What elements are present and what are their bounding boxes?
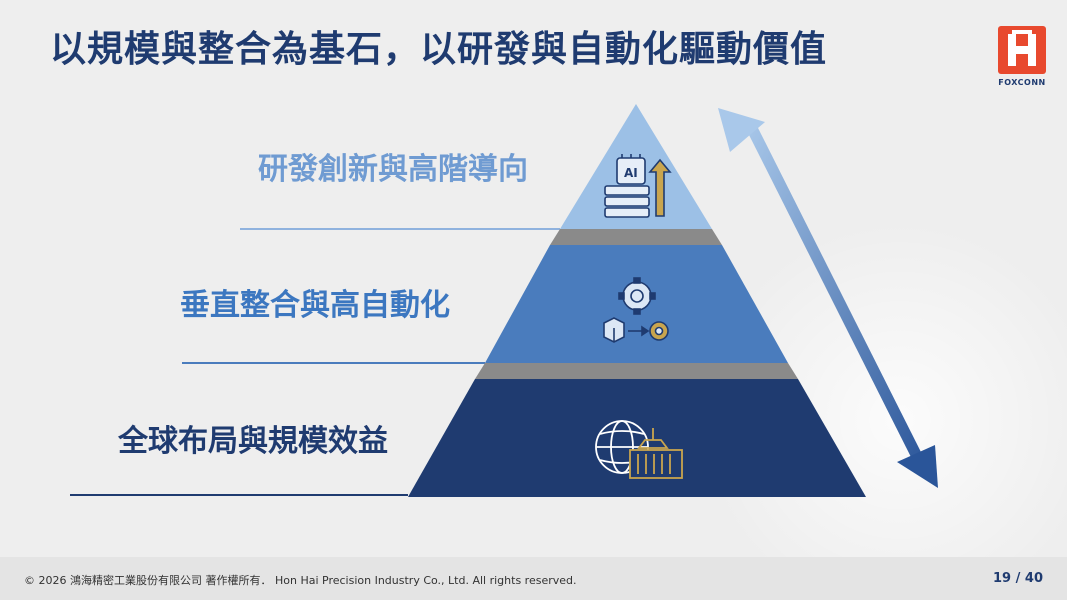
tier-label-integration: 垂直整合與高自動化 (180, 288, 450, 323)
ai-server-growth-icon: AI (604, 154, 672, 218)
tier-label-research: 研發創新與高階導向 (258, 152, 528, 187)
logo-mark-icon (998, 26, 1046, 74)
tier-gap-top (550, 229, 722, 245)
page-number: 19 / 40 (993, 571, 1043, 586)
foxconn-logo: FOXCONN (998, 26, 1046, 90)
automation-gears-icon (603, 277, 669, 343)
background-glow (700, 220, 1067, 600)
double-arrow-icon (718, 108, 938, 488)
slide-title: 以規模與整合為基石，以研發與自動化驅動價值 (50, 29, 828, 70)
tier-label-global: 全球布局與規模效益 (118, 424, 388, 459)
svg-text:AI: AI (624, 166, 638, 180)
copyright-text: © 2026 鴻海精密工業股份有限公司 著作權所有． Hon Hai Preci… (24, 574, 577, 587)
globe-container-icon (595, 420, 683, 479)
logo-text: FOXCONN (998, 78, 1046, 87)
slide-footer: © 2026 鴻海精密工業股份有限公司 著作權所有． Hon Hai Preci… (0, 557, 1067, 600)
tier-bot-shape (408, 379, 866, 497)
tier-gap-mid (475, 363, 798, 379)
